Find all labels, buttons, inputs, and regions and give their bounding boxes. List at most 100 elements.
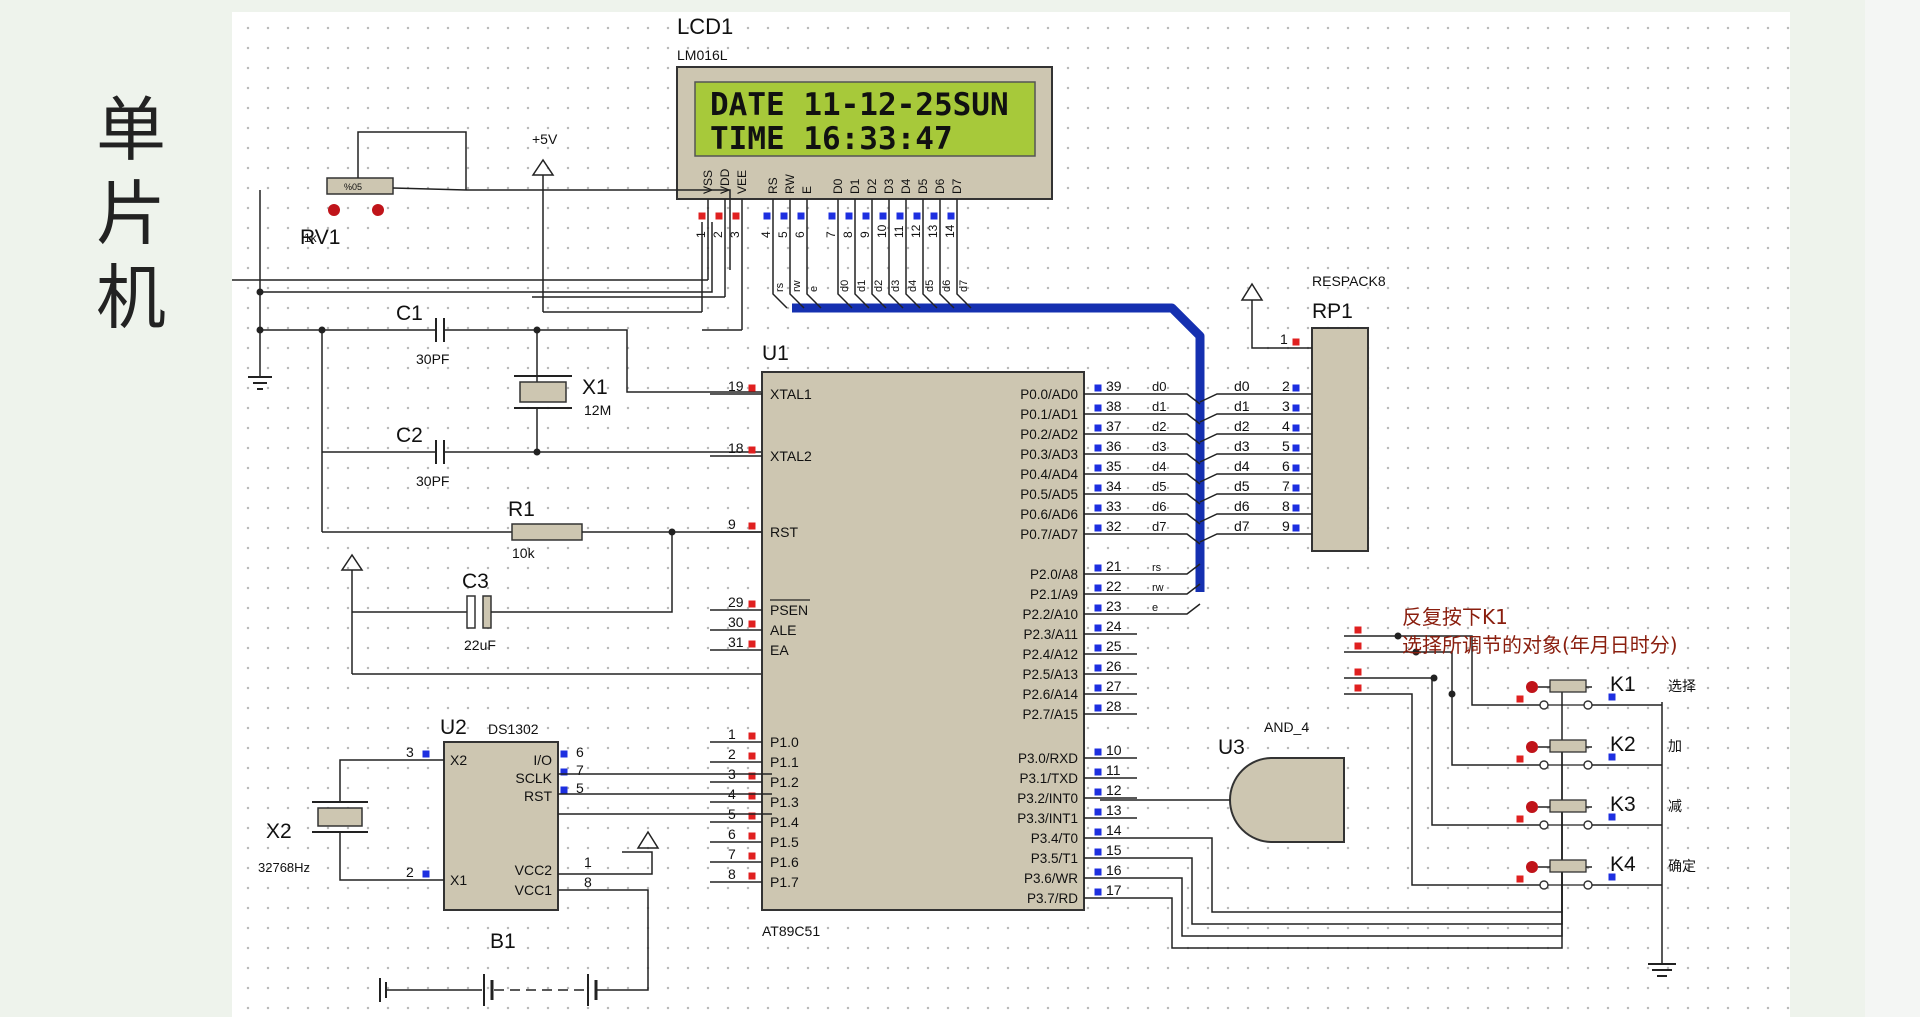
lcd-pin-number: 5 (776, 231, 790, 238)
rp1-net-label: d2 (1234, 418, 1250, 434)
rp1-pin-number: 8 (1282, 498, 1290, 514)
u1-part: AT89C51 (762, 923, 820, 939)
key-contact (1583, 700, 1593, 710)
u1-pin-number: 17 (1106, 882, 1122, 898)
u1-pin-name: P3.6/WR (1024, 871, 1078, 886)
u1-pin-number: 36 (1106, 438, 1122, 454)
pin-marker (1094, 404, 1102, 412)
lcd-pin-name: D3 (882, 178, 896, 194)
key-label: 确定 (1668, 858, 1696, 874)
lcd-pin-name: VEE (735, 170, 749, 194)
lcd-module[interactable]: LCD1 LM016L DATE 11-12-25SUN TIME 16:33:… (232, 14, 1053, 331)
u2-part: DS1302 (488, 721, 539, 737)
u1-pin-name: P2.6/A14 (1022, 687, 1078, 702)
u1-pin-number: 37 (1106, 418, 1122, 434)
note-line1: 反复按下K1 (1402, 605, 1508, 629)
wire (1344, 651, 1540, 766)
pin-marker (1516, 815, 1524, 823)
u2-pin-number: 3 (406, 744, 414, 760)
bus-tap (1199, 453, 1312, 463)
u2-pin-name: X1 (450, 872, 467, 888)
net-label: d3 (890, 280, 902, 292)
pin-marker (1094, 868, 1102, 876)
key-label: 选择 (1668, 678, 1696, 694)
pin-marker (780, 212, 788, 220)
r1-value: 10k (512, 545, 536, 561)
pin-marker (1094, 604, 1102, 612)
u3-and-gate[interactable]: U3 AND_4 (1100, 719, 1345, 843)
net-label: d5 (1152, 479, 1166, 494)
u2-body (443, 741, 559, 911)
u1-pin-number: 30 (728, 614, 744, 630)
key-actuator (1549, 739, 1587, 753)
u2-pin-number: 2 (406, 864, 414, 880)
u1-pin-name: P2.0/A8 (1030, 567, 1078, 582)
u1-pin-number: 35 (1106, 458, 1122, 474)
bus-tap (1137, 393, 1201, 405)
bus-tap (888, 240, 904, 309)
rv1-ref: RV1 (300, 226, 340, 249)
u1-pin-name: XTAL2 (770, 448, 812, 464)
u1-pin-name: PSEN (770, 602, 808, 618)
rv1-potentiometer[interactable]: %05 RV1 1k (300, 131, 467, 249)
u2-pin-number: 1 (584, 854, 592, 870)
pin-marker (1094, 704, 1102, 712)
net-label: e (808, 286, 820, 292)
pin-marker (1608, 813, 1616, 821)
lcd-pin-number: 13 (926, 224, 940, 238)
b1-battery[interactable]: B1 (379, 930, 612, 1006)
pin-marker (879, 212, 887, 220)
lcd-line1: DATE 11-12-25SUN (710, 87, 1009, 123)
pin-marker (1094, 684, 1102, 692)
lcd-pin-name: D7 (950, 178, 964, 194)
rp1-pin-number: 9 (1282, 518, 1290, 534)
pin-marker (1094, 808, 1102, 816)
r1-ref: R1 (508, 498, 535, 521)
side-title: 单 片 机 (96, 88, 176, 340)
key-terminal (1526, 681, 1538, 693)
u1-pin-name: P1.1 (770, 754, 799, 770)
lcd-pin-number: 4 (759, 231, 773, 238)
u1-pin-name: XTAL1 (770, 386, 812, 402)
pin-marker (1292, 384, 1300, 392)
key-contact (1583, 760, 1593, 770)
pin-marker (947, 212, 955, 220)
key-terminal (1526, 741, 1538, 753)
pin-marker (748, 446, 756, 454)
pin-marker (1516, 695, 1524, 703)
u1-pin-name: P0.7/AD7 (1020, 527, 1078, 542)
u2-pin-name: SCLK (515, 770, 552, 786)
pin-marker (1292, 464, 1300, 472)
net-label: d5 (924, 280, 936, 292)
pin-marker (748, 384, 756, 392)
pin-marker (560, 750, 568, 758)
pin-marker (930, 212, 938, 220)
pin-marker (1354, 642, 1362, 650)
r1-resistor[interactable] (511, 523, 583, 541)
pin-marker (748, 832, 756, 840)
wire (1137, 747, 1563, 925)
pin-marker (1094, 524, 1102, 532)
key-ref: K2 (1610, 733, 1636, 756)
key-terminal (1526, 861, 1538, 873)
junction (1412, 648, 1420, 656)
u1-pin-name: P1.2 (770, 774, 799, 790)
u1-pin-number: 22 (1106, 578, 1122, 594)
wire (1344, 635, 1540, 706)
u1-pin-name: P0.0/AD0 (1020, 387, 1078, 402)
u1-pin-number: 29 (728, 594, 744, 610)
pin-marker (715, 212, 723, 220)
bus-tap (772, 240, 788, 309)
x1-crystal[interactable] (519, 381, 567, 403)
pin-marker (1094, 584, 1102, 592)
x2-crystal[interactable]: X2 32768Hz (258, 759, 444, 881)
bus-tap (1199, 493, 1312, 503)
u1-pin-number: 13 (1106, 802, 1122, 818)
